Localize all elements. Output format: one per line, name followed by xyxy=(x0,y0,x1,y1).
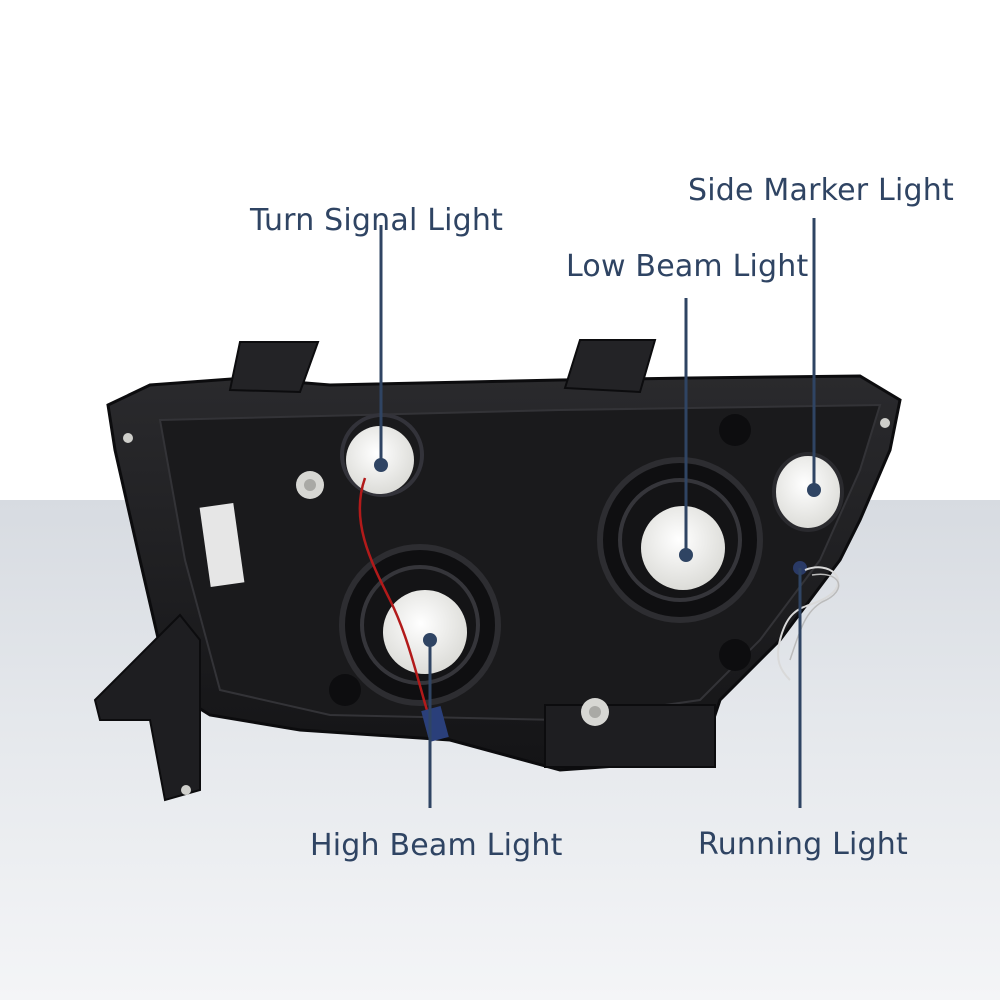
callout-low-beam xyxy=(679,298,693,562)
headlight-housing xyxy=(93,339,902,802)
label-low-beam: Low Beam Light xyxy=(566,249,809,284)
low-beam-bulb xyxy=(597,457,763,623)
red-wire xyxy=(358,477,449,743)
callout-high-beam xyxy=(423,633,437,808)
label-turn-signal: Turn Signal Light xyxy=(250,203,504,238)
high-beam-bulb xyxy=(339,544,501,706)
label-high-beam: High Beam Light xyxy=(310,828,563,863)
label-side-marker: Side Marker Light xyxy=(688,173,954,208)
label-running: Running Light xyxy=(698,827,908,862)
callout-turn-signal xyxy=(374,225,388,472)
callout-side-marker xyxy=(807,218,821,497)
